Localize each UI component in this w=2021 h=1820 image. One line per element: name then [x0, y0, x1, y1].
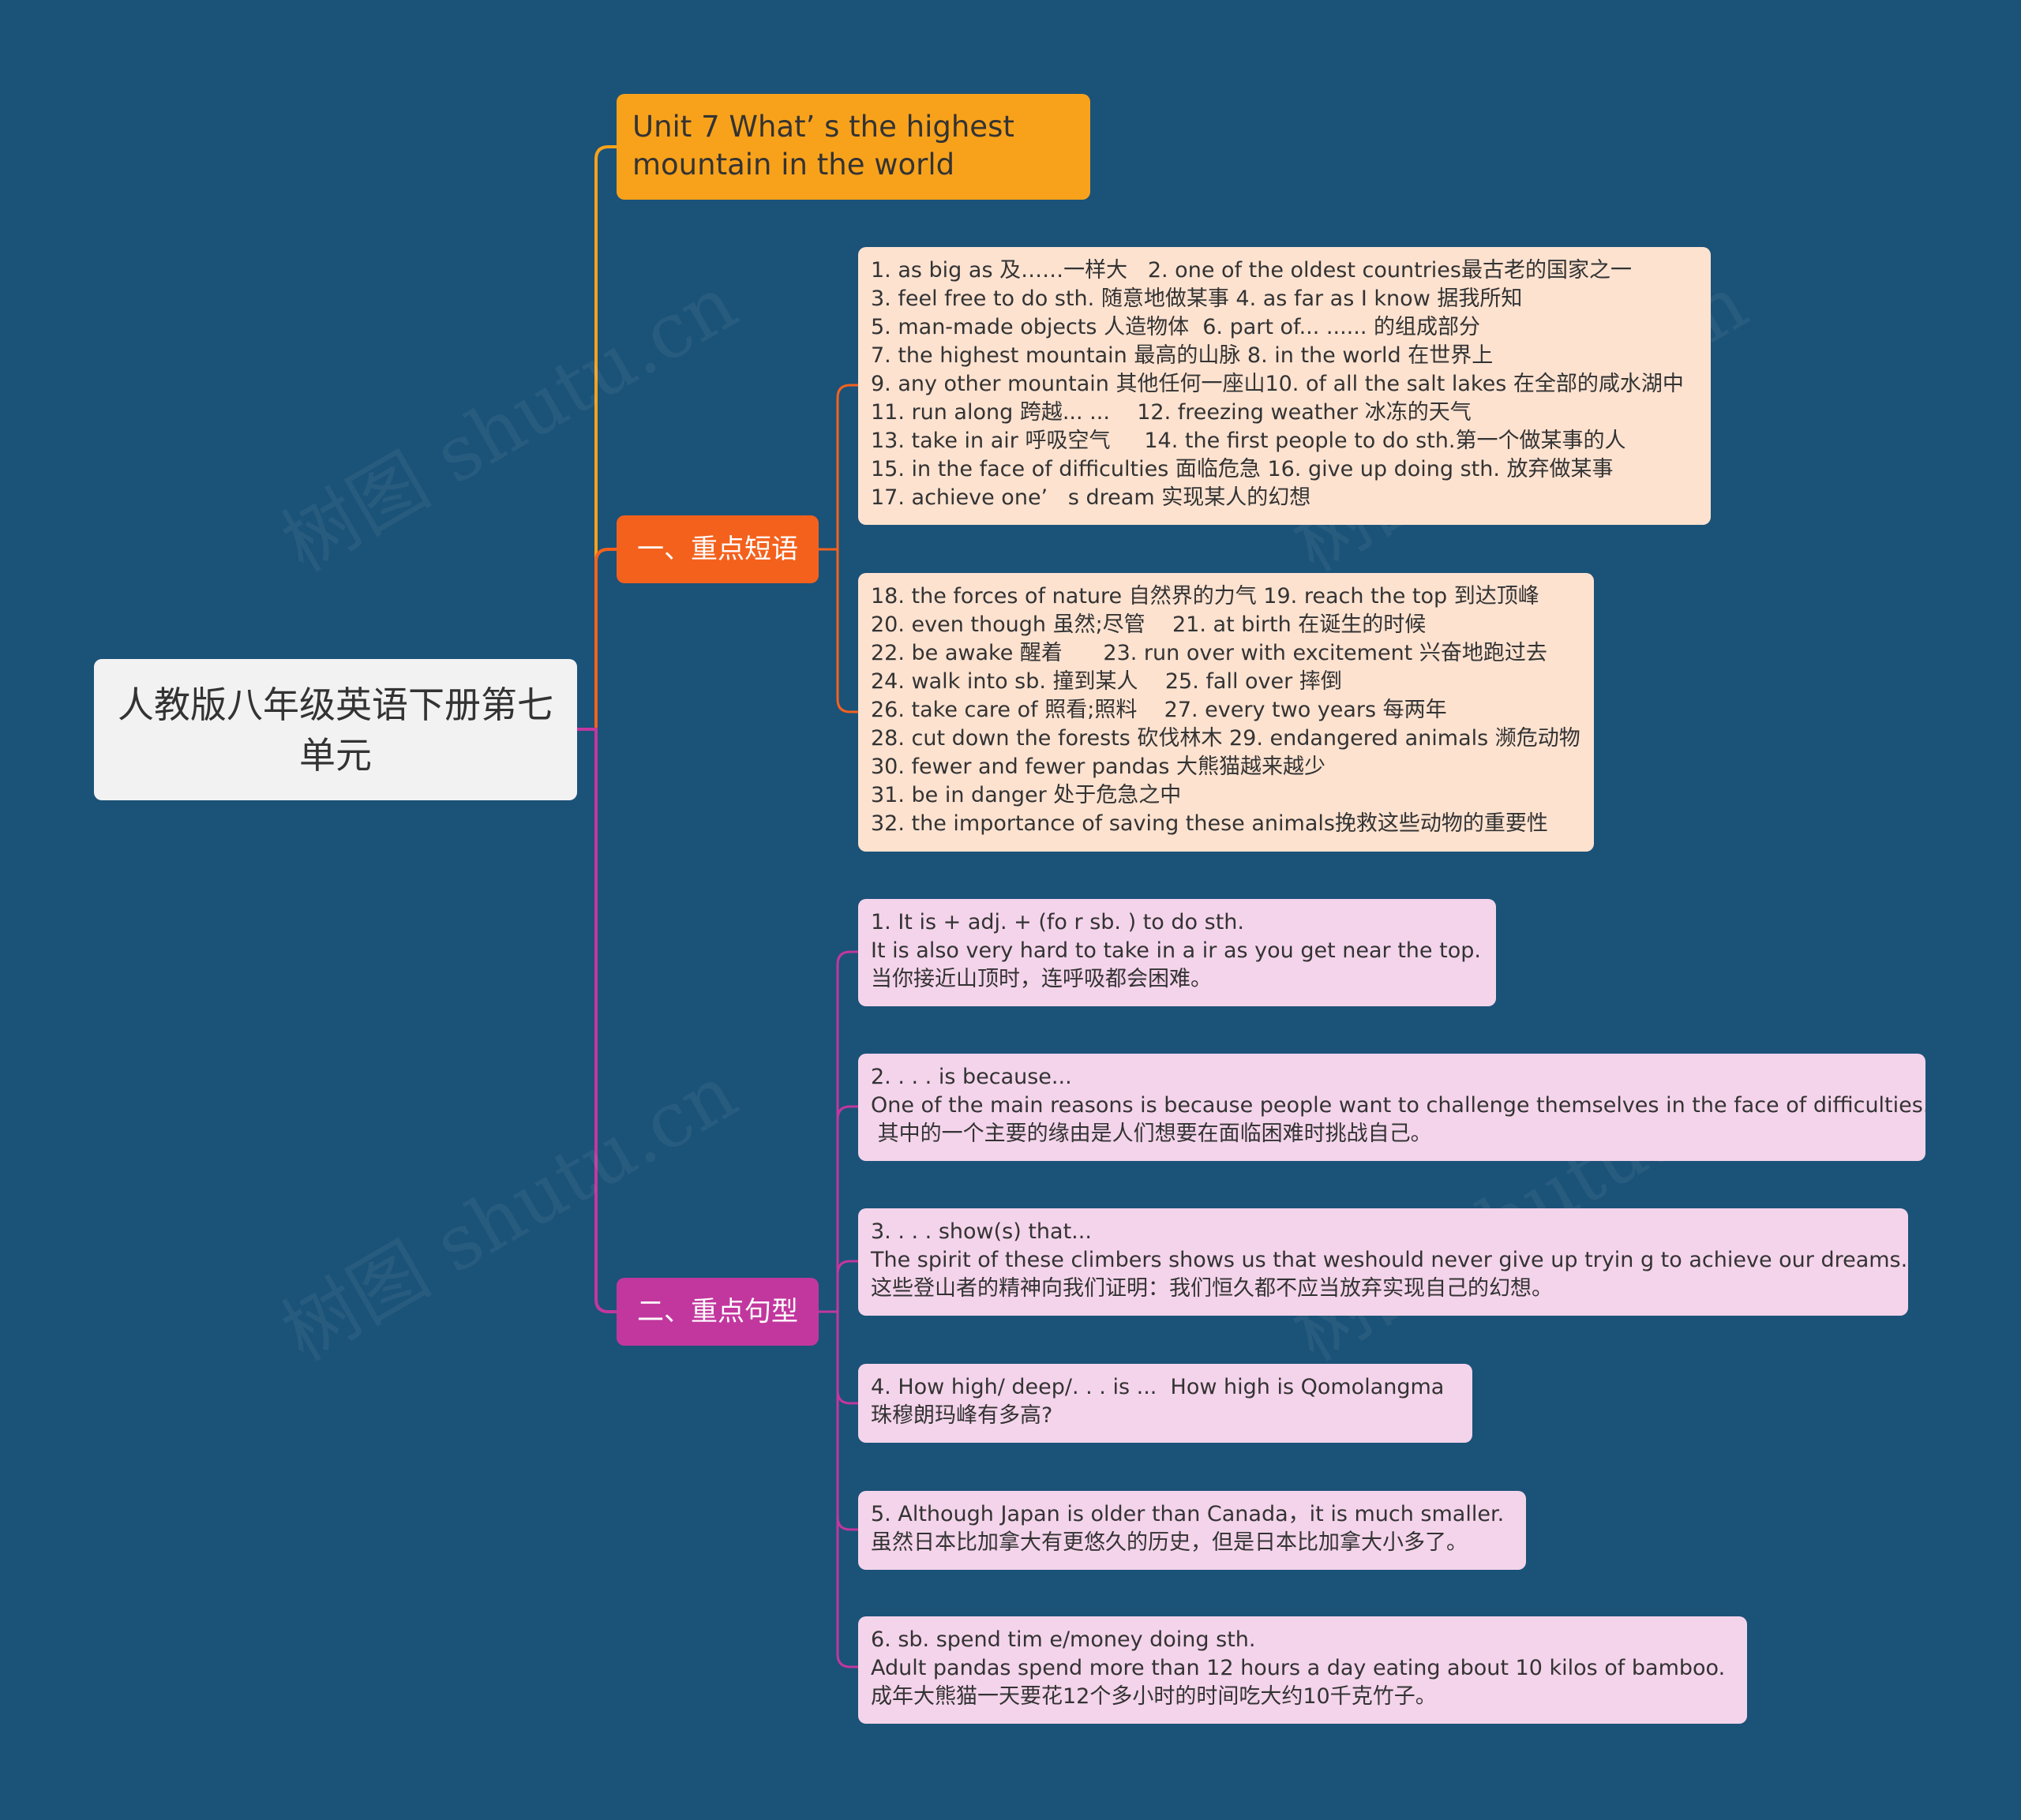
- phrase-card-1[interactable]: 1. as big as 及……一样大 2. one of the oldest…: [858, 247, 1711, 525]
- link-sent-1: [819, 950, 858, 1313]
- branch-key-sentences[interactable]: 二、重点句型: [617, 1278, 819, 1346]
- link-sent-2: [819, 1105, 858, 1313]
- link-phrases-1: [819, 384, 858, 551]
- branch-unit-title[interactable]: Unit 7 What’ s the highest mountain in t…: [617, 94, 1090, 200]
- link-root-phrases: [577, 548, 617, 731]
- sentence-card-5[interactable]: 5. Although Japan is older than Canada，i…: [858, 1491, 1526, 1570]
- branch-key-phrases-label: 一、重点短语: [637, 534, 798, 565]
- branch-key-phrases[interactable]: 一、重点短语: [617, 515, 819, 583]
- root-title: 人教版八年级英语下册第七单元: [118, 683, 553, 777]
- sentence-card-1[interactable]: 1. It is + adj. + (fo r sb. ) to do sth.…: [858, 899, 1496, 1006]
- branch-unit-title-label: Unit 7 What’ s the highest mountain in t…: [632, 110, 1014, 182]
- branch-key-sentences-label: 二、重点句型: [637, 1296, 798, 1328]
- link-sent-3: [819, 1260, 858, 1313]
- link-root-sentences: [577, 728, 617, 1313]
- sentence-card-2[interactable]: 2. . . . is because... One of the main r…: [858, 1054, 1925, 1161]
- link-phrases-2: [819, 548, 858, 713]
- sentence-card-6[interactable]: 6. sb. spend tim e/money doing sth. Adul…: [858, 1616, 1747, 1724]
- sentence-card-3[interactable]: 3. . . . show(s) that... The spirit of t…: [858, 1208, 1908, 1316]
- root-node[interactable]: 人教版八年级英语下册第七单元: [94, 659, 577, 800]
- link-root-unit: [577, 145, 617, 731]
- link-sent-6: [819, 1310, 858, 1668]
- phrase-card-2[interactable]: 18. the forces of nature 自然界的力气 19. reac…: [858, 573, 1594, 852]
- sentence-card-4[interactable]: 4. How high/ deep/. . . is ... How high …: [858, 1364, 1472, 1443]
